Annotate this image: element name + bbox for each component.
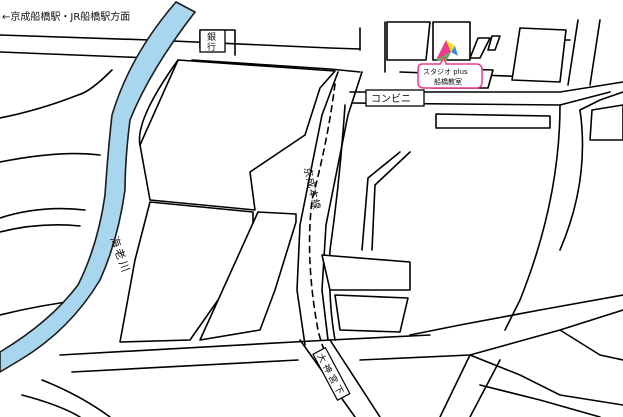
railway-label: 京 成 本 線	[301, 166, 323, 211]
river-char-2: 老	[112, 247, 128, 262]
destination-marker[interactable]: スタジオ plus 船橋教室	[417, 40, 483, 89]
railway-char-3: 本	[306, 187, 321, 200]
road-network	[0, 19, 623, 417]
bank-label-1: 銀	[207, 31, 216, 43]
railway-char-4: 線	[309, 198, 324, 211]
studio-logo-icon	[436, 40, 458, 62]
river-label: 海 老 川	[107, 234, 132, 274]
river-char-3: 川	[116, 259, 132, 274]
underpass-box	[312, 346, 351, 401]
underpass-label: 大 神 宮 下	[312, 346, 351, 401]
ebi-river	[0, 0, 197, 373]
river-char-1: 海	[107, 234, 124, 249]
destination-branch: 船橋教室	[434, 77, 462, 86]
destination-name: スタジオ plus	[423, 67, 468, 76]
direction-note: ←京成船橋駅・JR船橋駅方面	[2, 10, 130, 23]
convenience-label: コンビニ	[371, 93, 411, 105]
railway-char-2: 成	[304, 177, 318, 189]
destination-callout	[417, 56, 483, 89]
railway-char-1: 京	[301, 166, 316, 179]
building-outlines	[386, 21, 623, 141]
underpass-char-4: 下	[331, 384, 344, 397]
bank-box	[199, 29, 226, 53]
bank-label-2: 行	[207, 41, 216, 53]
convenience-box	[365, 89, 425, 107]
